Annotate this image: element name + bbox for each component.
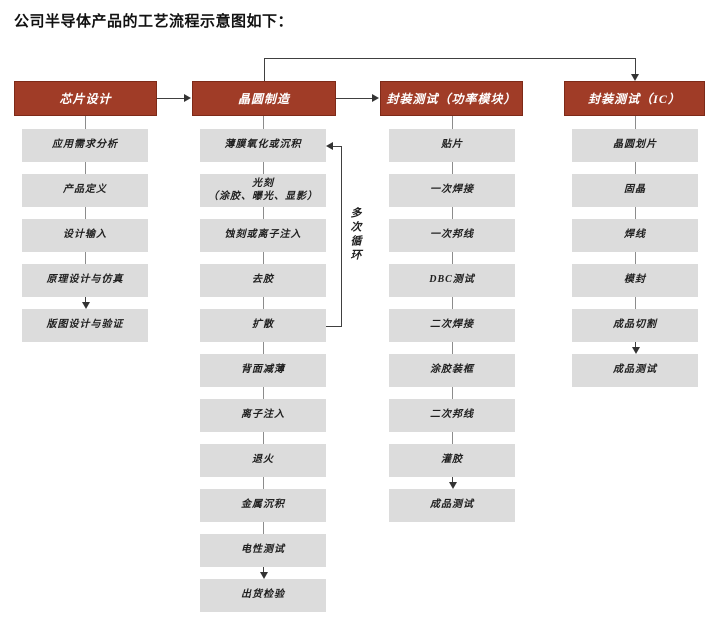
- loop-line-top: [333, 146, 342, 147]
- connector: [85, 207, 86, 219]
- figure-title: 公司半导体产品的工艺流程示意图如下：: [14, 14, 294, 30]
- column-header-chip-design: 芯片设计: [14, 81, 157, 116]
- process-step: 版图设计与验证: [22, 309, 148, 342]
- connector-arrowhead-icon: [449, 482, 457, 489]
- process-step: 产品定义: [22, 174, 148, 207]
- connector: [263, 252, 264, 264]
- connector: [85, 252, 86, 264]
- connector: [263, 477, 264, 489]
- connector: [452, 252, 453, 264]
- connector: [635, 207, 636, 219]
- connector: [263, 387, 264, 399]
- connector: [635, 252, 636, 264]
- process-step: 成品测试: [389, 489, 515, 522]
- loop-line-vertical: [341, 146, 342, 327]
- connector: [85, 116, 86, 129]
- process-step: 灌胶: [389, 444, 515, 477]
- column-header-package-test-power-module: 封装测试（功率模块）: [380, 81, 523, 116]
- loop-label: 多次循环: [349, 207, 361, 263]
- process-step: 退火: [200, 444, 326, 477]
- process-step: 背面减薄: [200, 354, 326, 387]
- column-header-wafer-fab: 晶圆制造: [192, 81, 336, 116]
- connector: [452, 207, 453, 219]
- process-step: 晶圆划片: [572, 129, 698, 162]
- feedback-line-across: [264, 58, 636, 59]
- feedback-line-up: [264, 58, 265, 81]
- process-step: 模封: [572, 264, 698, 297]
- connector: [452, 342, 453, 354]
- process-step: DBC测试: [389, 264, 515, 297]
- arrow-wafer-to-power: [336, 98, 373, 99]
- process-step: 二次邦线: [389, 399, 515, 432]
- connector: [263, 342, 264, 354]
- process-step: 涂胶装框: [389, 354, 515, 387]
- loop-line-bottom: [326, 326, 342, 327]
- process-step: 一次邦线: [389, 219, 515, 252]
- arrow-chip-to-wafer-head-icon: [184, 94, 191, 102]
- process-step: 成品测试: [572, 354, 698, 387]
- process-step: 二次焊接: [389, 309, 515, 342]
- connector: [452, 432, 453, 444]
- connector: [452, 162, 453, 174]
- process-step: 焊线: [572, 219, 698, 252]
- connector: [452, 297, 453, 309]
- connector: [263, 432, 264, 444]
- connector-arrow: [452, 477, 453, 483]
- process-step: 薄膜氧化或沉积: [200, 129, 326, 162]
- column-header-package-test-ic: 封装测试（IC）: [564, 81, 705, 116]
- arrow-wafer-to-power-head-icon: [372, 94, 379, 102]
- process-step: 出货检验: [200, 579, 326, 612]
- connector-arrow: [635, 342, 636, 348]
- process-step: 离子注入: [200, 399, 326, 432]
- process-step: 扩散: [200, 309, 326, 342]
- process-step: 原理设计与仿真: [22, 264, 148, 297]
- connector: [263, 116, 264, 129]
- feedback-line-down: [635, 58, 636, 75]
- connector: [85, 162, 86, 174]
- connector-arrowhead-icon: [260, 572, 268, 579]
- process-step: 应用需求分析: [22, 129, 148, 162]
- loop-arrowhead-icon: [326, 142, 333, 150]
- connector: [263, 162, 264, 174]
- process-step: 去胶: [200, 264, 326, 297]
- process-step: 固晶: [572, 174, 698, 207]
- connector-arrow: [85, 297, 86, 303]
- connector: [635, 162, 636, 174]
- process-step: 金属沉积: [200, 489, 326, 522]
- process-step: 贴片: [389, 129, 515, 162]
- connector: [635, 297, 636, 309]
- process-step: 蚀刻或离子注入: [200, 219, 326, 252]
- feedback-arrowhead-icon: [631, 74, 639, 81]
- connector-arrowhead-icon: [82, 302, 90, 309]
- process-step: 设计输入: [22, 219, 148, 252]
- connector: [452, 116, 453, 129]
- arrow-chip-to-wafer: [157, 98, 185, 99]
- process-step: 光刻 （涂胶、曝光、显影）: [200, 174, 326, 207]
- connector: [452, 387, 453, 399]
- connector: [263, 297, 264, 309]
- process-step: 一次焊接: [389, 174, 515, 207]
- connector: [263, 207, 264, 219]
- connector-arrow: [263, 567, 264, 573]
- connector: [635, 116, 636, 129]
- connector: [263, 522, 264, 534]
- process-step: 电性测试: [200, 534, 326, 567]
- connector-arrowhead-icon: [632, 347, 640, 354]
- process-step: 成品切割: [572, 309, 698, 342]
